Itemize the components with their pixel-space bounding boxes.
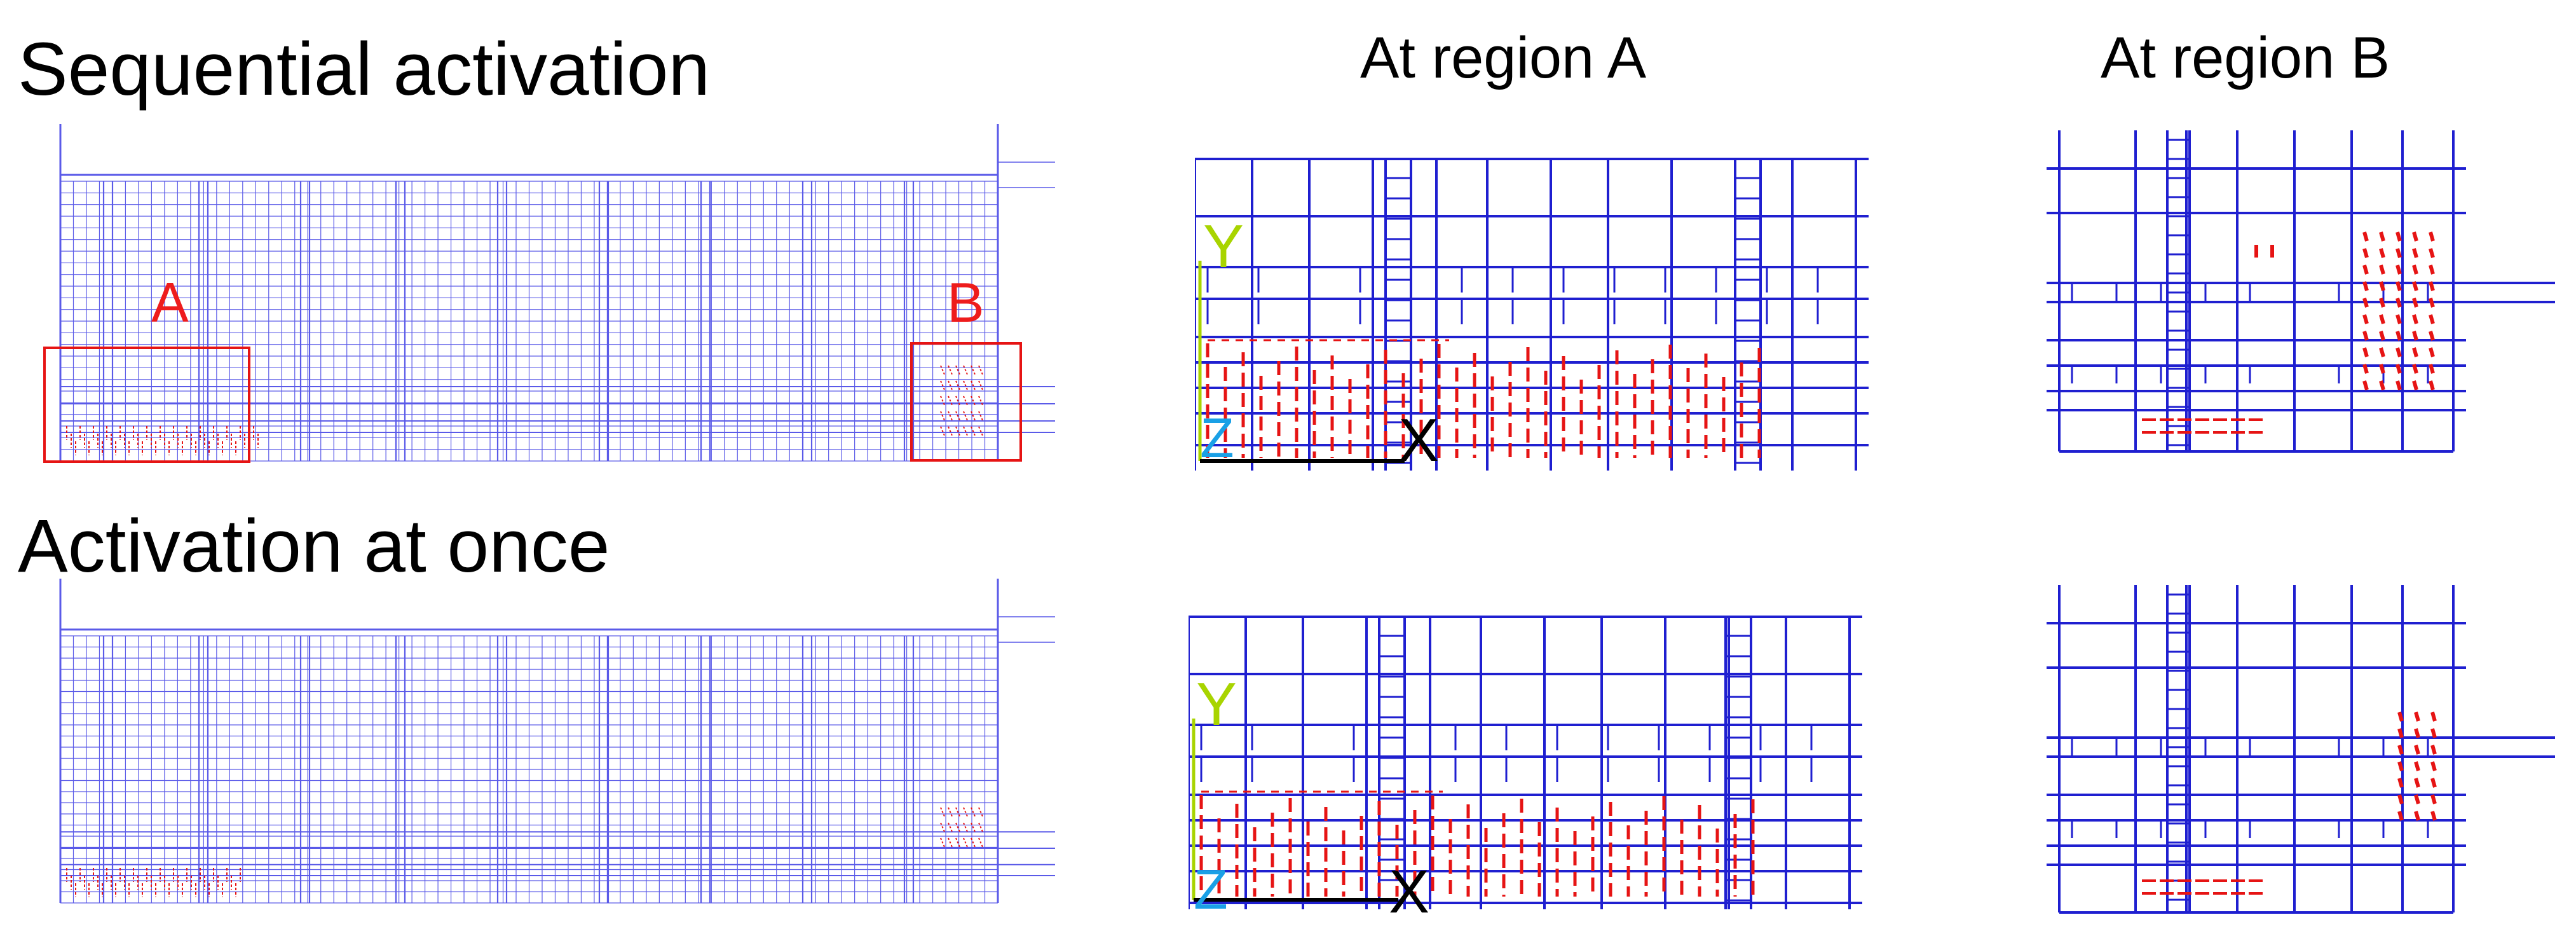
region-a-letter: A [151,271,189,334]
axis-x-label-top: X [1398,406,1440,474]
region-b-zoom-sequential [2047,130,2555,461]
mesh-lines [2047,130,2555,453]
col-title-region-a: At region A [1360,25,1647,90]
mesh-lines [1195,158,1869,471]
col-title-region-b: At region B [2101,25,2390,90]
axis-triad [1192,719,1398,902]
region-a-box [43,347,250,463]
crack-marks [2142,712,2437,895]
crack-marks [2142,231,2435,434]
mesh-lines [2047,585,2555,914]
axis-z-label-bot: Z [1194,858,1228,921]
region-b-letter: B [947,271,985,334]
mesh-lines [59,124,1055,462]
region-b-zoom-once [2047,585,2555,922]
mesh-lines [59,579,1055,904]
overview-mesh-once [57,579,1061,909]
crack-marks [1206,339,1761,458]
axis-x-label-bot: X [1389,858,1430,926]
axis-y-label-top: Y [1203,212,1244,280]
region-a-zoom-once [1189,610,1862,916]
axis-triad [1198,261,1405,463]
crack-marks [66,807,983,897]
axis-z-label-top: Z [1200,406,1234,469]
mesh-lines [1189,616,1862,909]
overview-mesh-sequential [57,124,1061,467]
crack-marks [66,365,983,455]
row-title-sequential: Sequential activation [18,27,710,111]
region-a-zoom-sequential [1195,153,1869,477]
axis-y-label-bot: Y [1196,670,1237,738]
row-title-once: Activation at once [18,504,610,588]
crack-marks [1199,790,1755,897]
region-b-box [910,342,1022,462]
